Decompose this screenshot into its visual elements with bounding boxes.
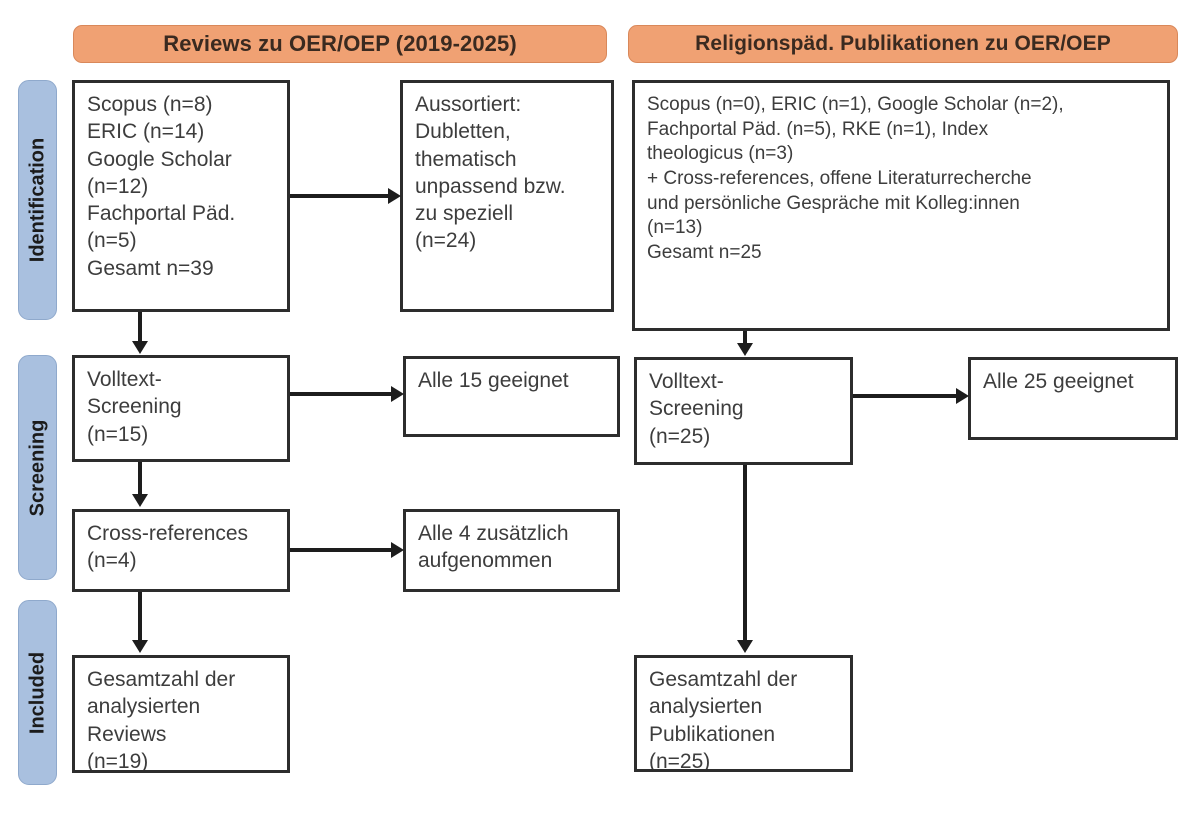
box-left-screening-result: Alle 15 geeignet [403,356,620,437]
stage-pill-screening: Screening [18,355,57,580]
box-left-included: Gesamtzahl der analysierten Reviews (n=1… [72,655,290,773]
box-left-excluded: Aussortiert: Dubletten, thematisch unpas… [400,80,614,312]
arrow-left-identification-to-screening [132,341,148,354]
box-right-identification: Scopus (n=0), ERIC (n=1), Google Scholar… [632,80,1170,331]
arrow-right-screening-to-result [956,388,969,404]
box-left-crossrefs-result: Alle 4 zusätzlich aufgenommen [403,509,620,592]
arrow-right-screening-to-included [737,640,753,653]
connector-left-screening-to-result [290,392,391,396]
connector-left-crossrefs-to-result [290,548,391,552]
arrow-left-identification-to-excluded [388,188,401,204]
box-left-crossrefs: Cross-references (n=4) [72,509,290,592]
box-right-screening-result: Alle 25 geeignet [968,357,1178,440]
connector-left-identification-to-excluded [290,194,388,198]
arrow-left-crossrefs-to-result [391,542,404,558]
column-header-religionspaed-label: Religionspäd. Publikationen zu OER/OEP [695,32,1111,55]
connector-left-crossrefs-to-included [138,592,142,642]
box-left-screening: Volltext- Screening (n=15) [72,355,290,462]
connector-right-screening-to-result [853,394,956,398]
box-right-included: Gesamtzahl der analysierten Publikatione… [634,655,853,772]
stage-pill-identification: Identification [18,80,57,320]
column-header-religionspaed: Religionspäd. Publikationen zu OER/OEP [628,25,1178,63]
stage-pill-included-label: Included [26,651,48,734]
connector-right-screening-to-included [743,465,747,642]
stage-pill-included: Included [18,600,57,785]
connector-left-screening-to-crossrefs [138,462,142,496]
column-header-reviews-label: Reviews zu OER/OEP (2019-2025) [163,31,517,56]
connector-left-identification-to-screening [138,312,142,343]
stage-pill-screening-label: Screening [26,419,48,516]
stage-pill-identification-label: Identification [26,137,48,263]
arrow-left-screening-to-result [391,386,404,402]
column-header-reviews: Reviews zu OER/OEP (2019-2025) [73,25,607,63]
box-right-screening: Volltext- Screening (n=25) [634,357,853,465]
box-left-identification: Scopus (n=8) ERIC (n=14) Google Scholar … [72,80,290,312]
arrow-right-identification-to-screening [737,343,753,356]
arrow-left-crossrefs-to-included [132,640,148,653]
connector-right-identification-to-screening [743,331,747,345]
arrow-left-screening-to-crossrefs [132,494,148,507]
